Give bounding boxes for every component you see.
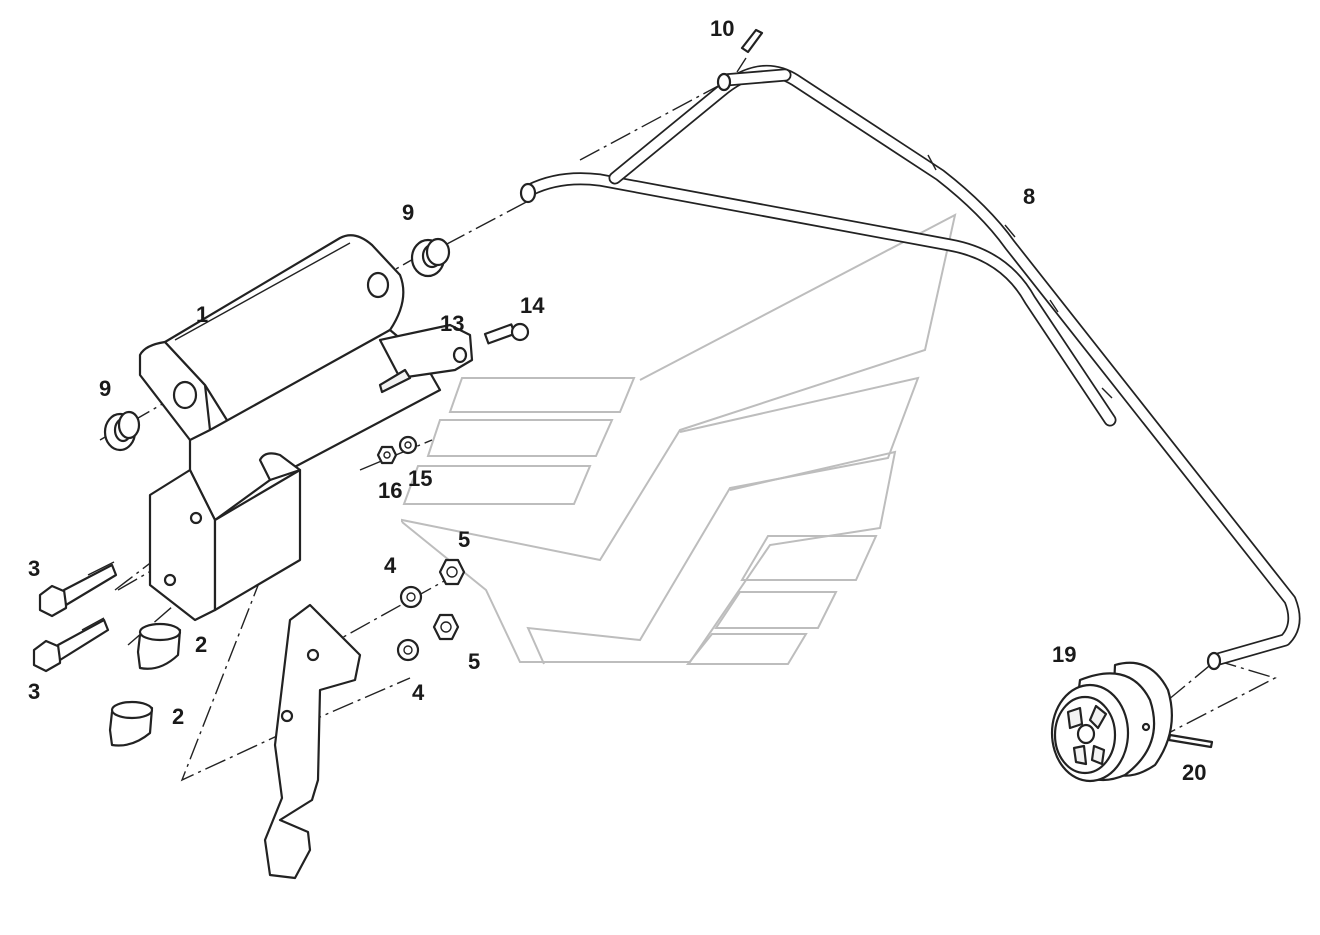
callout-3a: 3 <box>28 556 40 581</box>
callout-labels: 1 2 2 3 3 4 4 5 5 8 9 9 10 13 14 15 16 1… <box>28 16 1206 785</box>
callout-15: 15 <box>408 466 432 491</box>
callout-16: 16 <box>378 478 402 503</box>
callout-4a: 4 <box>384 553 397 578</box>
washer-lower <box>396 638 420 662</box>
pulley-wheel <box>1050 661 1173 783</box>
bolt-small <box>483 322 530 345</box>
callout-5a: 5 <box>458 527 470 552</box>
spacer-upper <box>136 622 182 670</box>
mounting-bracket <box>138 234 442 622</box>
nut-upper <box>438 558 466 586</box>
bolt-lower <box>32 617 110 673</box>
pedal-plate <box>263 603 362 880</box>
clevis-handle <box>378 323 474 394</box>
callout-9b: 9 <box>99 376 111 401</box>
callout-8: 8 <box>1023 184 1035 209</box>
bent-tube <box>519 64 1301 671</box>
callout-1: 1 <box>196 302 208 327</box>
callout-3b: 3 <box>28 679 40 704</box>
roll-pin-top <box>736 28 764 73</box>
bolt-upper <box>38 561 118 618</box>
callout-13: 13 <box>440 311 464 336</box>
washer-upper <box>399 585 423 609</box>
pin-bottom <box>1167 733 1214 749</box>
nut-lower <box>432 613 460 641</box>
spacer-lower <box>108 700 154 747</box>
callout-2b: 2 <box>172 704 184 729</box>
small-washer <box>398 435 418 455</box>
callout-10: 10 <box>710 16 734 41</box>
bushing-top <box>410 237 451 278</box>
callout-19: 19 <box>1052 642 1076 667</box>
callout-4b: 4 <box>412 680 425 705</box>
callout-20: 20 <box>1182 760 1206 785</box>
callout-5b: 5 <box>468 649 480 674</box>
callout-9a: 9 <box>402 200 414 225</box>
watermark-logo <box>401 213 957 665</box>
callout-14: 14 <box>520 293 545 318</box>
bushing-left <box>103 410 141 452</box>
callout-2a: 2 <box>195 632 207 657</box>
small-nut <box>376 445 398 465</box>
